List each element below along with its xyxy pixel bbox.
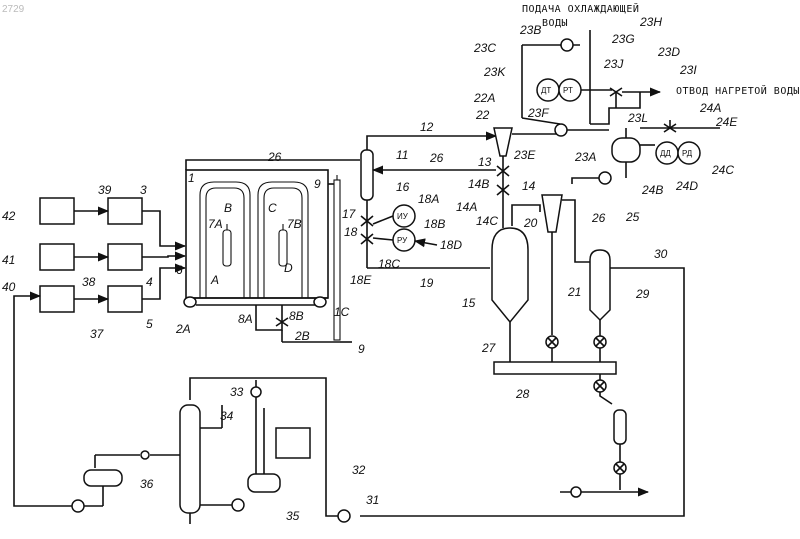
label-23a: 23A (574, 150, 596, 164)
label-14b: 14B (468, 177, 489, 191)
instrument-dt: ДТ (541, 86, 551, 95)
label-16: 16 (396, 180, 410, 194)
label-23j: 23J (603, 57, 624, 71)
label-23i: 23I (679, 63, 697, 77)
label-21: 21 (567, 285, 581, 299)
heated-water-discharge-label: ОТВОД НАГРЕТОЙ ВОДЫ (676, 84, 800, 97)
feed-section (14, 198, 185, 506)
label-14a: 14A (456, 200, 477, 214)
label-33: 33 (230, 385, 244, 399)
box-40 (40, 286, 74, 312)
label-a: A (210, 273, 219, 287)
label-18d: 18D (440, 238, 462, 252)
label-41: 41 (2, 253, 15, 267)
label-38: 38 (82, 275, 96, 289)
distillation-section (72, 378, 350, 524)
label-1: 1 (188, 171, 195, 185)
label-1c: 1C (334, 305, 350, 319)
box-39 (108, 198, 142, 224)
label-c: C (268, 201, 277, 215)
label-23k: 23K (483, 65, 506, 79)
label-42: 42 (2, 209, 16, 223)
label-18c: 18C (378, 257, 400, 271)
box-41 (40, 244, 74, 270)
cooling-water-supply-subtitle: ВОДЫ (542, 18, 568, 29)
label-8a: 8A (238, 312, 253, 326)
label-11: 11 (396, 148, 408, 162)
label-19: 19 (420, 276, 434, 290)
label-23h: 23H (639, 15, 662, 29)
label-26b: 26 (429, 151, 444, 165)
cooling-water-supply-title: ПОДАЧА ОХЛАЖДАЮЩЕЙ (522, 2, 639, 15)
instrument-rd: РД (682, 149, 693, 158)
instrument-ru: РУ (397, 236, 408, 245)
label-20: 20 (523, 216, 538, 230)
label-2a: 2A (175, 322, 191, 336)
label-23g: 23G (611, 32, 635, 46)
label-4: 4 (146, 275, 153, 289)
label-8b: 8B (289, 309, 304, 323)
label-23f: 23F (527, 106, 549, 120)
label-24a: 24A (699, 101, 721, 115)
box-42 (40, 198, 74, 224)
label-17: 17 (342, 207, 357, 221)
label-9b: 9 (358, 342, 365, 356)
label-40: 40 (2, 280, 16, 294)
label-27: 27 (481, 341, 497, 355)
label-32: 32 (352, 463, 366, 477)
label-7a: 7A (208, 217, 223, 231)
label-23c: 23C (473, 41, 496, 55)
label-23b: 23B (519, 23, 541, 37)
label-14: 14 (522, 179, 536, 193)
box-38 (108, 244, 142, 270)
label-29: 29 (635, 287, 650, 301)
label-18: 18 (344, 225, 358, 239)
label-23e: 23E (513, 148, 536, 162)
label-26c: 26 (591, 211, 606, 225)
label-23l: 23L (627, 111, 648, 125)
label-24d: 24D (675, 179, 698, 193)
page-number: 2729 (2, 4, 25, 15)
label-14c: 14C (476, 214, 498, 228)
label-25: 25 (625, 210, 640, 224)
label-18a: 18A (418, 192, 439, 206)
label-28: 28 (515, 387, 530, 401)
label-37: 37 (90, 327, 105, 341)
label-5: 5 (146, 317, 153, 331)
label-30: 30 (654, 247, 668, 261)
label-3: 3 (140, 183, 147, 197)
label-22: 22 (475, 108, 490, 122)
label-22a: 22A (473, 91, 495, 105)
label-24e: 24E (715, 115, 738, 129)
label-2b: 2B (294, 329, 310, 343)
label-6: 6 (176, 263, 183, 277)
label-18e: 18E (350, 273, 372, 287)
label-36: 36 (140, 477, 154, 491)
instrument-rt: РТ (563, 86, 573, 95)
label-31: 31 (366, 493, 379, 507)
label-26a: 26 (267, 150, 282, 164)
label-13: 13 (478, 155, 492, 169)
label-7b: 7B (287, 217, 302, 231)
label-9a: 9 (314, 177, 321, 191)
instrument-dd: ДД (660, 149, 671, 158)
box-37 (108, 286, 142, 312)
label-39: 39 (98, 183, 112, 197)
label-d: D (284, 261, 293, 275)
label-24c: 24C (711, 163, 734, 177)
label-34: 34 (220, 409, 234, 423)
label-18b: 18B (424, 217, 445, 231)
label-12: 12 (420, 120, 434, 134)
label-35: 35 (286, 509, 300, 523)
instrument-iu: ИУ (397, 212, 409, 221)
label-24b: 24B (641, 183, 663, 197)
label-15: 15 (462, 296, 476, 310)
label-23d: 23D (657, 45, 680, 59)
label-b: B (224, 201, 232, 215)
